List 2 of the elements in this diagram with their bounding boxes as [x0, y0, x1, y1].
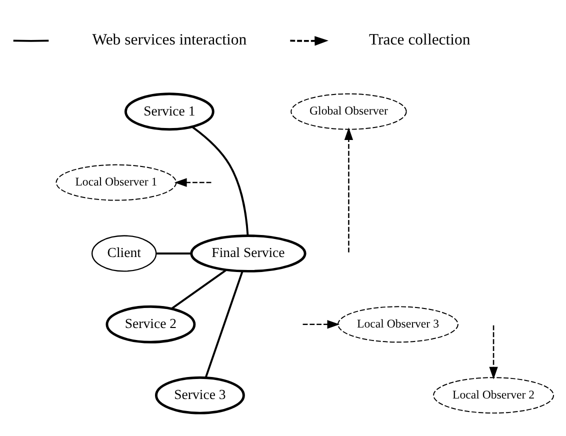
legend-label: Trace collection — [368, 31, 470, 48]
legend-label: Web services interaction — [92, 31, 247, 48]
